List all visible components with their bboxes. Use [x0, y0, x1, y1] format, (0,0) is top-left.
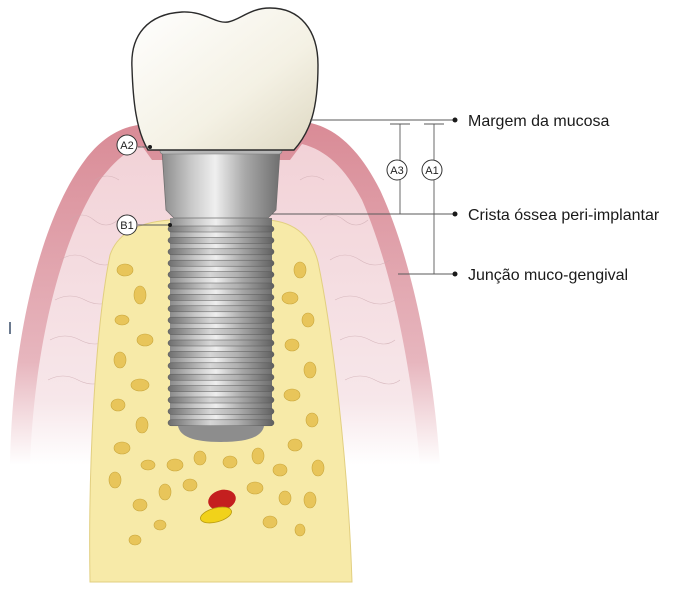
svg-text:A2: A2: [120, 140, 133, 152]
implant-thread: [168, 306, 274, 312]
crown: [132, 8, 318, 150]
label-mucosa-margin: Margem da mucosa: [468, 113, 609, 130]
svg-text:A3: A3: [390, 165, 403, 177]
implant-thread: [168, 294, 274, 300]
implant-thread: [168, 237, 274, 243]
implant-thread: [168, 397, 274, 403]
svg-text:A1: A1: [425, 165, 438, 177]
implant-thread: [168, 329, 274, 335]
implant-thread: [168, 351, 274, 357]
marker-a1: A1: [422, 160, 442, 180]
svg-text:B1: B1: [120, 220, 133, 232]
marker-a3: A3: [387, 160, 407, 180]
label-mucogingival-junction: Junção muco-gengival: [468, 267, 628, 284]
label-bone-crest: Crista óssea peri-implantar: [468, 207, 660, 224]
implant-thread: [168, 408, 274, 414]
implant-abutment: [160, 144, 282, 218]
marker-b1: B1: [117, 215, 137, 235]
implant-body: [168, 218, 274, 442]
implant-thread: [168, 420, 274, 426]
implant-thread: [168, 272, 274, 278]
marker-a2: A2: [117, 135, 137, 155]
implant-thread: [168, 226, 274, 232]
implant-thread: [168, 283, 274, 289]
implant-thread: [168, 374, 274, 380]
implant-thread: [168, 317, 274, 323]
implant-thread: [168, 386, 274, 392]
implant-thread: [168, 340, 274, 346]
implant-thread: [168, 249, 274, 255]
implant-thread: [168, 363, 274, 369]
implant-thread: [168, 260, 274, 266]
